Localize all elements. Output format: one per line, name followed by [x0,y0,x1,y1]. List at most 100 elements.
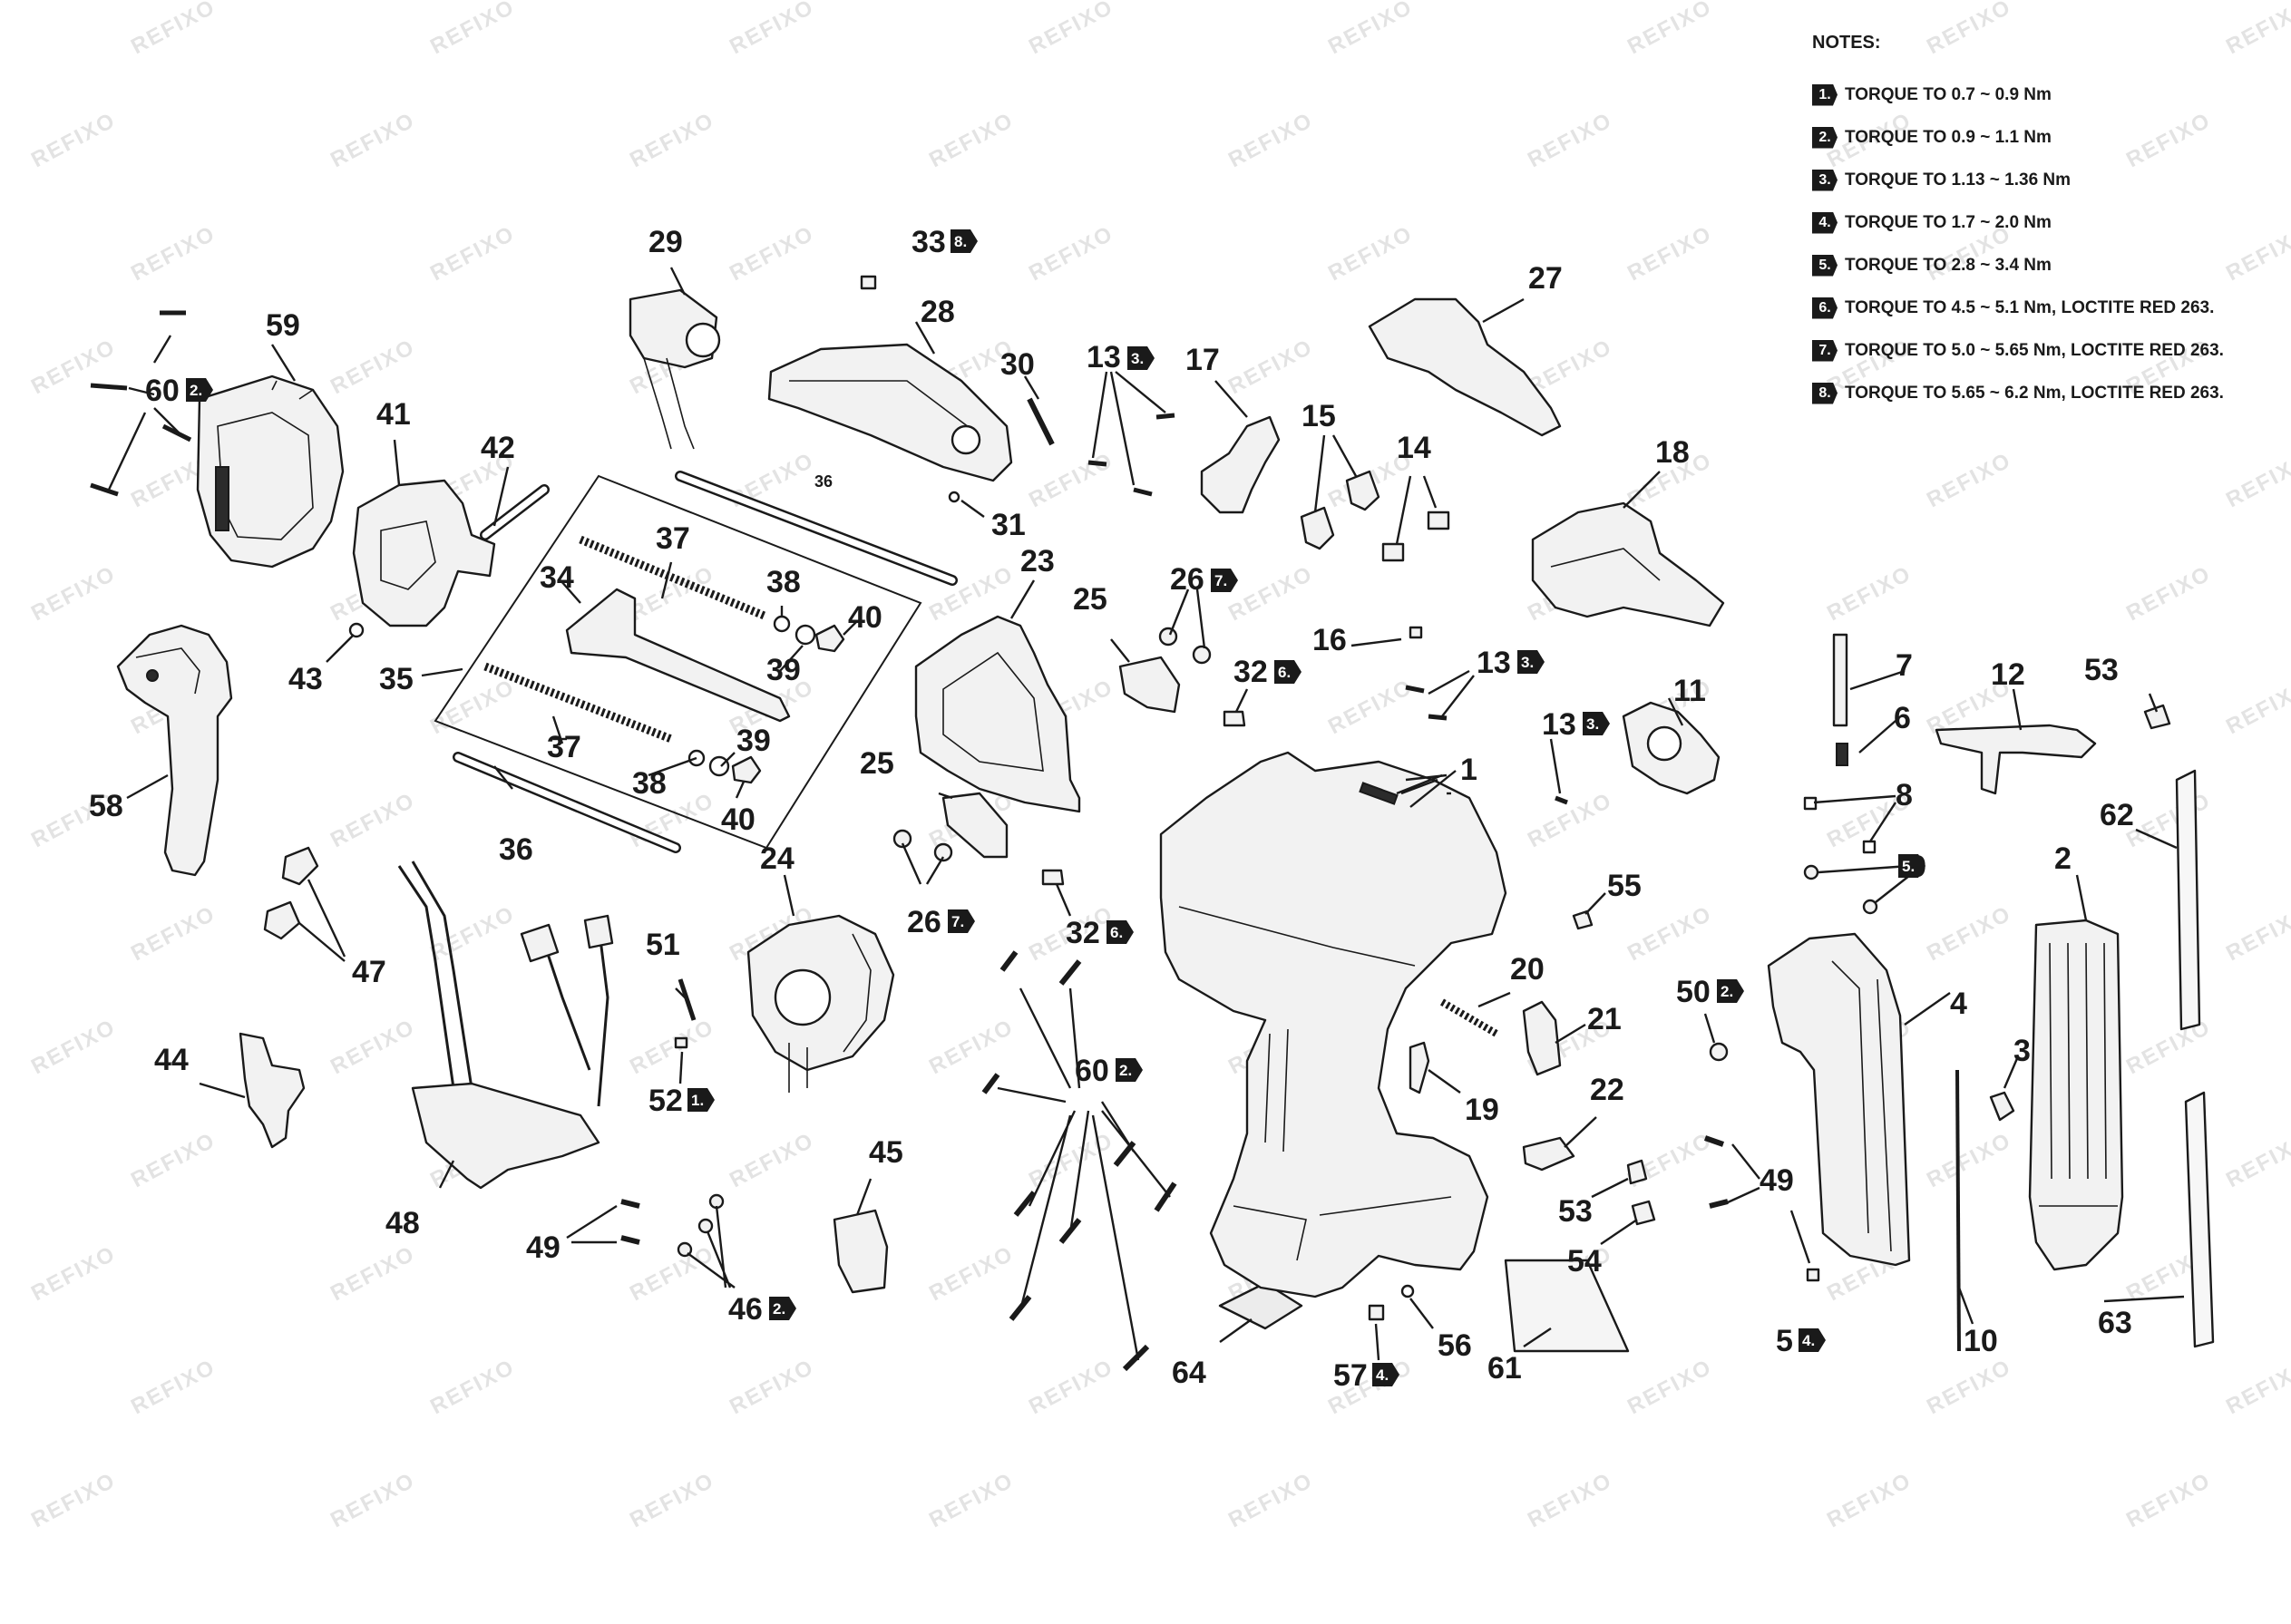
watermark-69: REFIXO [1623,901,1716,966]
watermark-104: REFIXO [27,1468,120,1532]
badge-26-b: 7. [948,909,975,933]
callout-19: 19 [1465,1093,1499,1127]
callout-29: 29 [648,225,683,259]
callout-45: 45 [869,1135,903,1170]
part-21-latch [1522,1000,1562,1076]
part-9-screw-a [1803,864,1819,880]
part-9-screw-b [1862,899,1878,915]
part-5-screw [1806,1268,1820,1282]
callout-22: 22 [1590,1073,1624,1107]
watermark-55: REFIXO [2222,675,2291,739]
note-badge-4: 4. [1812,211,1838,234]
svg-text:4.: 4. [1376,1366,1389,1384]
note-text-3: TORQUE TO 1.13 ~ 1.36 Nm [1845,170,2072,190]
svg-text:3.: 3. [1586,715,1599,733]
watermark-75: REFIXO [925,1015,1018,1079]
callout-47: 47 [352,955,386,989]
note-row-1: 1. TORQUE TO 0.7 ~ 0.9 Nm [1812,73,2266,116]
callout-20: 20 [1510,952,1545,987]
svg-text:7.: 7. [951,913,964,930]
callout-2: 2 [2054,841,2072,876]
part-44-switch-lever [239,1032,306,1149]
watermark-46: REFIXO [1823,561,1916,626]
watermark-105: REFIXO [327,1468,419,1532]
callout-13-c: 13 [1542,707,1576,742]
part-23-side-plate [914,615,1081,813]
svg-text:2.: 2. [190,382,202,399]
part-53-clip-upper [2143,704,2171,730]
callout-56: 56 [1438,1328,1472,1363]
callout-24: 24 [760,841,795,876]
badge-13-a: 3. [1127,346,1155,370]
badge-13-b: 3. [1517,650,1545,674]
watermark-88: REFIXO [27,1241,120,1306]
watermark-110: REFIXO [1823,1468,1916,1532]
watermark-44: REFIXO [1224,561,1317,626]
svg-text:5.: 5. [1902,858,1915,875]
part-38-39-40-washers-lower [687,749,762,784]
callout-51: 51 [646,928,680,962]
watermark-42: REFIXO [626,561,718,626]
note-badge-6: 6. [1812,297,1838,319]
watermark-18: REFIXO [726,221,818,286]
note-text-1: TORQUE TO 0.7 ~ 0.9 Nm [1845,84,2052,104]
watermark-97: REFIXO [426,1355,519,1419]
callout-59: 59 [266,308,300,343]
svg-text:6.: 6. [1110,924,1123,941]
part-20-spring [1439,998,1499,1037]
part-34-slide-bracket [565,588,791,723]
note-badge-1: 1. [1812,83,1838,106]
leader-lines [107,267,2185,1361]
watermark-106: REFIXO [626,1468,718,1532]
callout-8: 8 [1896,778,1913,812]
part-8-sleeve-b [1862,840,1877,854]
note-row-2: 2.TORQUE TO 0.9 ~ 1.1 Nm [1812,116,2266,159]
part-46-screws [677,1193,725,1258]
watermark-91: REFIXO [925,1241,1018,1306]
callout-21: 21 [1587,1002,1622,1036]
part-61-label [1504,1259,1630,1353]
watermark-20: REFIXO [1324,221,1417,286]
note-row-5: 5.TORQUE TO 2.8 ~ 3.4 Nm [1812,244,2266,287]
watermark-2: REFIXO [726,0,818,59]
callout-57: 57 [1333,1358,1368,1393]
part-58-handle-cover [116,624,233,877]
callout-53-a: 53 [2084,653,2119,687]
watermark-5: REFIXO [1623,0,1716,59]
watermark-102: REFIXO [1923,1355,2015,1419]
watermark-70: REFIXO [1923,901,2015,966]
watermark-101: REFIXO [1623,1355,1716,1419]
part-14-pad-a [1381,542,1405,562]
callout-10: 10 [1964,1324,1998,1358]
callout-12: 12 [1991,657,2025,692]
callout-labels: 1 2 3 4 5 6 7 8 9 10 11 12 13 13 13 14 1… [89,225,2134,1393]
callout-53-b: 53 [1558,1194,1593,1229]
badge-13-c: 3. [1583,712,1610,735]
watermark-73: REFIXO [327,1015,419,1079]
svg-text:8.: 8. [954,233,967,250]
watermark-40: REFIXO [27,561,120,626]
part-27-nose-guard [1368,297,1562,437]
watermark-10: REFIXO [626,108,718,172]
callout-33: 33 [912,225,946,259]
part-7-plate [1832,633,1848,727]
svg-text:1.: 1. [691,1092,704,1109]
watermark-85: REFIXO [1623,1128,1716,1192]
badge-52: 1. [687,1088,715,1112]
watermark-39: REFIXO [2222,448,2291,512]
note-row-3: 3.TORQUE TO 1.13 ~ 1.36 Nm [1812,159,2266,201]
callout-39-b: 39 [736,724,771,758]
part-37-spring-upper [579,535,768,621]
watermark-28: REFIXO [1224,335,1317,399]
torque-badges: 8. 2. 3. 7. 6. 3. 3. 7. 6. 5. 2. 1. 2. 2… [186,229,1925,1386]
part-22-button [1522,1136,1575,1172]
svg-text:3.: 3. [1521,654,1534,671]
callout-25-b: 25 [860,746,894,781]
note-badge-7: 7. [1812,339,1838,362]
watermark-111: REFIXO [2122,1468,2215,1532]
note-text-8: TORQUE TO 5.65 ~ 6.2 Nm, LOCTITE RED 263… [1845,383,2224,403]
part-53-clip-lower [1626,1159,1648,1185]
part-31-ball [948,491,960,503]
watermark-72: REFIXO [27,1015,120,1079]
